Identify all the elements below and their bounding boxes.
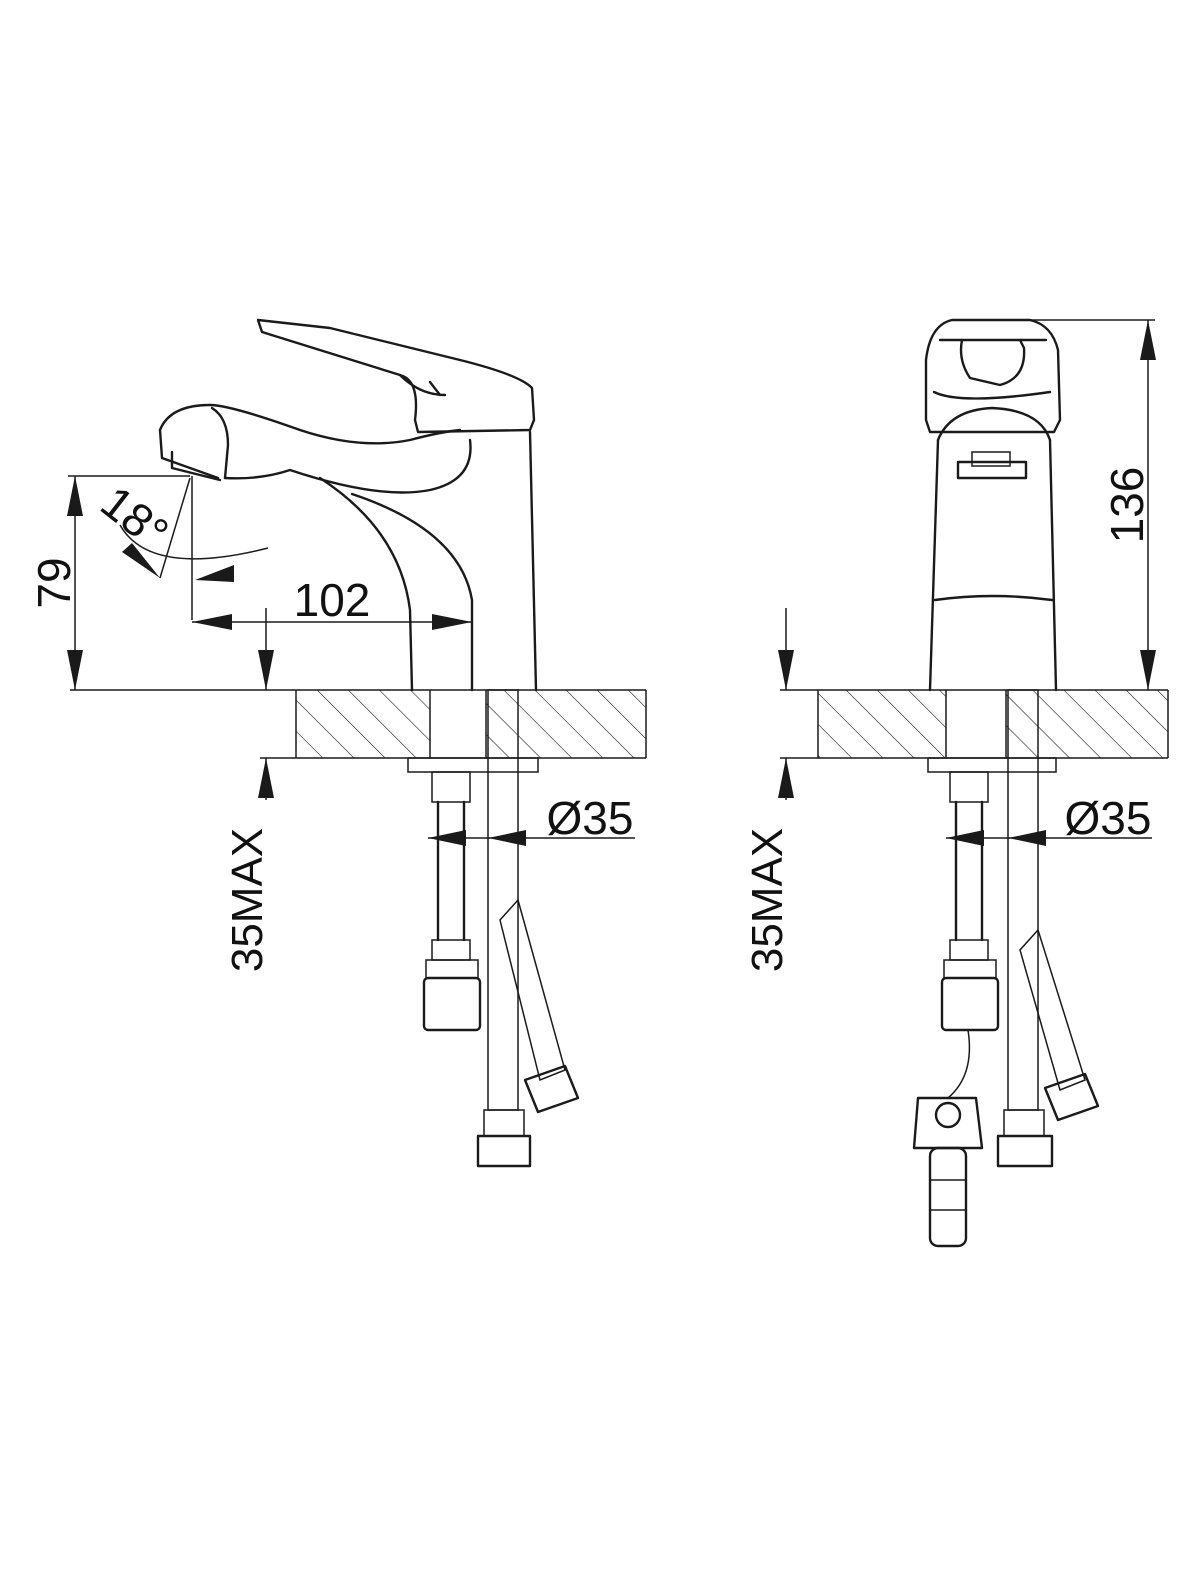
front-counter-max-label: 35MAX	[743, 828, 792, 972]
front-countertop	[780, 689, 1169, 759]
side-height-dimension: 79	[28, 475, 190, 690]
front-plumbing	[912, 689, 1100, 1248]
front-counter-thickness-dimension: 35MAX	[743, 608, 794, 972]
side-hole-diameter-dimension: Ø35	[428, 792, 635, 846]
front-faucet-body	[924, 318, 1062, 692]
front-hole-diameter-dimension: Ø35	[946, 792, 1152, 846]
side-countertop	[70, 689, 647, 759]
side-counter-max-label: 35MAX	[223, 828, 272, 972]
side-plumbing	[407, 689, 580, 1168]
spout-reach-dimension: 102	[192, 574, 472, 630]
front-hole-diameter-label: Ø35	[1065, 792, 1152, 844]
side-height-label: 79	[28, 557, 80, 608]
front-view: 136 35MAX Ø35	[743, 318, 1169, 1248]
spout-angle-label: 18°	[91, 475, 178, 559]
side-faucet-body	[158, 318, 538, 692]
side-hole-diameter-label: Ø35	[547, 792, 634, 844]
front-height-label: 136	[1101, 467, 1153, 544]
front-height-dimension: 136	[1030, 319, 1156, 690]
spout-angle-dimension: 18°	[91, 475, 269, 620]
side-view: 79 18° 102 35MAX	[28, 318, 647, 1168]
spout-reach-label: 102	[294, 574, 371, 626]
side-counter-thickness-dimension: 35MAX	[223, 608, 274, 972]
